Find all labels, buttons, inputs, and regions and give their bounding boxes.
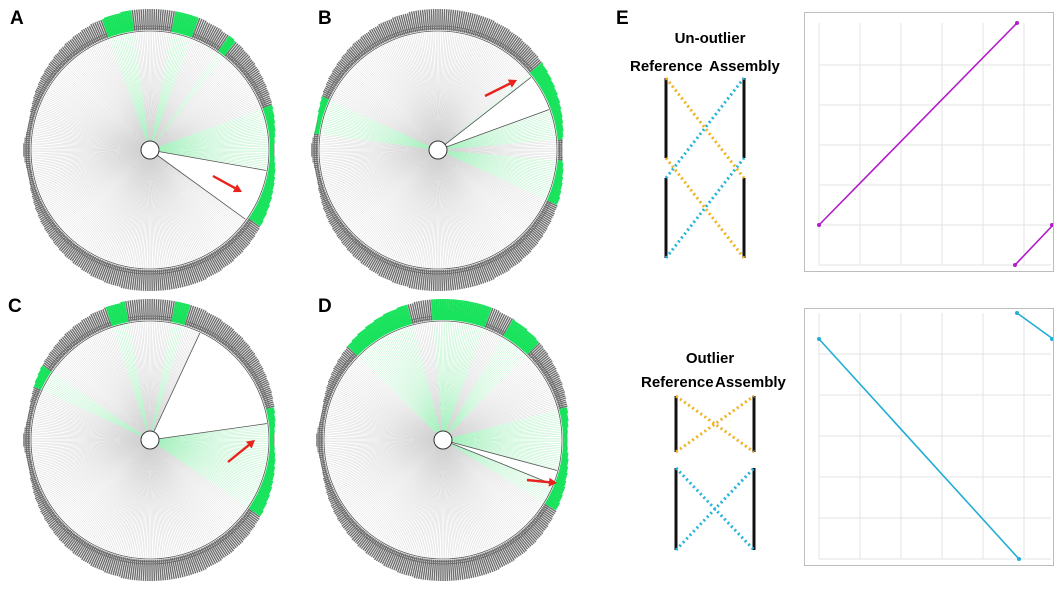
phylo-tree-c [0, 290, 310, 590]
orange-synteny-link [666, 158, 744, 258]
alignment-end-point [1050, 223, 1053, 227]
blue-synteny-link [666, 78, 744, 178]
red-arrow-icon [213, 176, 242, 192]
alignment-end-point [1017, 557, 1021, 561]
unoutlier-dot-plot-canvas [805, 13, 1053, 271]
tree-root [434, 431, 452, 449]
purple-alignment-tail [1015, 225, 1053, 265]
tree-root [429, 141, 447, 159]
cyan-alignment-tail [1017, 313, 1053, 339]
tree-root [141, 141, 159, 159]
orange-synteny-link [666, 78, 744, 178]
outlier-assembly-label: Assembly [715, 374, 786, 391]
plot-grid [819, 23, 1051, 265]
outlier-title: Outlier [640, 350, 780, 367]
alignment-end-point [817, 223, 821, 227]
cyan-alignment-main [819, 339, 1019, 559]
unoutlier-title: Un-outlier [640, 30, 780, 47]
blue-synteny-link [666, 158, 744, 258]
outlier-synteny-schematic [660, 390, 780, 560]
isolated-branch [150, 424, 267, 440]
phylo-tree-b [295, 0, 605, 300]
outlier-dot-plot [804, 308, 1054, 566]
phylo-tree-d [295, 290, 605, 590]
purple-alignment-main [819, 23, 1017, 225]
panel-label-e: E [616, 8, 629, 30]
alignment-end-point [1015, 311, 1019, 315]
unoutlier-dot-plot [804, 12, 1054, 272]
plot-grid [819, 313, 1051, 559]
tree-root [141, 431, 159, 449]
alignment-end-point [1015, 21, 1019, 25]
red-arrow-icon [485, 80, 517, 96]
outlier-reference-label: Reference [641, 374, 714, 391]
phylo-tree-a [0, 0, 310, 300]
alignment-end-point [1013, 263, 1017, 267]
outlier-dot-plot-canvas [805, 309, 1053, 565]
alignment-end-point [817, 337, 821, 341]
unoutlier-synteny-schematic [650, 70, 780, 270]
